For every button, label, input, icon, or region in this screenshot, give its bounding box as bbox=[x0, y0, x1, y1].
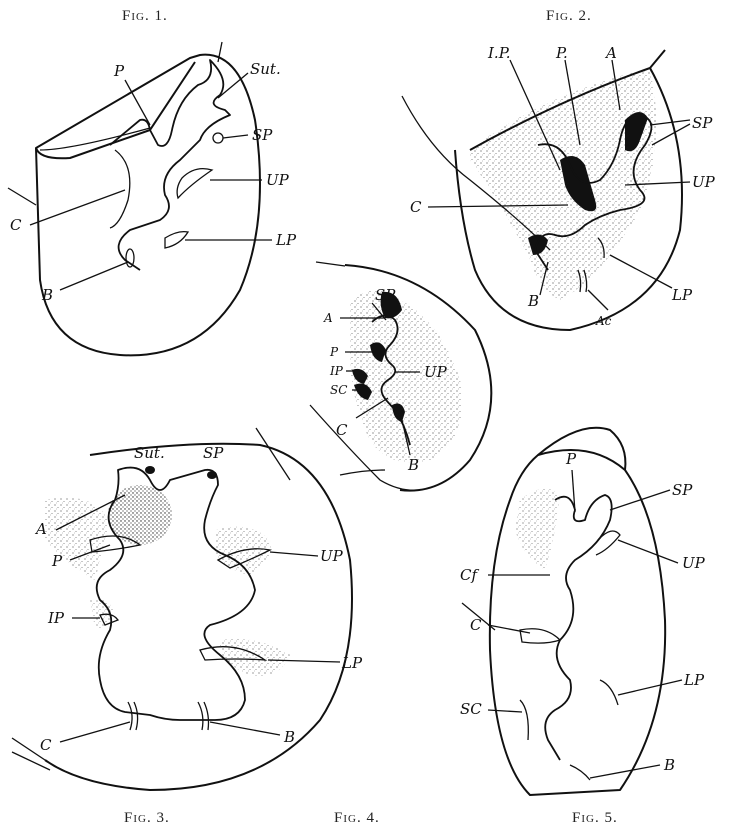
fig5-leader-sp bbox=[610, 490, 670, 510]
fig3-leader-up bbox=[270, 552, 318, 556]
fig5-label-sc: SC bbox=[460, 700, 482, 718]
fig3-label-c: C bbox=[40, 736, 52, 754]
fig3-label-up: UP bbox=[320, 547, 344, 565]
fig4-label-c: C bbox=[336, 421, 348, 439]
fig1-leader-b bbox=[60, 262, 128, 290]
fig5-lobe-c bbox=[520, 629, 560, 643]
fig4-label-a: A bbox=[323, 311, 333, 325]
fig4-label-sp: SP bbox=[375, 286, 396, 304]
fig1-suture bbox=[110, 60, 230, 270]
fig5-label-c: C bbox=[470, 616, 482, 634]
fig5-label-cf: Cf bbox=[460, 566, 479, 584]
fig4-rim-line bbox=[316, 262, 345, 266]
fig5-stipple-area bbox=[515, 489, 560, 570]
fig2-label-b: B bbox=[527, 292, 539, 310]
fig5-outer-edge bbox=[538, 428, 625, 470]
fig2-label-ip: I.P. bbox=[487, 44, 511, 62]
fig1-label-sut: Sut. bbox=[250, 60, 281, 78]
fig2-label-p: P. bbox=[555, 44, 568, 62]
fig5-lobe-lp bbox=[600, 680, 618, 705]
fig5-label-up: UP bbox=[682, 554, 706, 572]
fig2-label-a: A bbox=[604, 44, 617, 62]
fig5-shell-outline bbox=[490, 450, 665, 795]
fig4-label-ip: IP bbox=[329, 364, 344, 378]
fig1-rim-inner bbox=[40, 128, 150, 150]
figure-5: P SP Cf UP C LP SC B bbox=[460, 428, 706, 795]
fig5-lobe-sc bbox=[520, 700, 528, 740]
fig3-label-lp: LP bbox=[341, 654, 363, 672]
fig4-label-p: P bbox=[329, 345, 339, 359]
fig5-leader-b bbox=[590, 765, 660, 778]
fig4-label-sc: SC bbox=[330, 383, 347, 397]
fig4-label-b: B bbox=[407, 456, 419, 474]
fig3-side-line-2 bbox=[12, 752, 50, 770]
fig3-label-a: A bbox=[34, 520, 47, 538]
fig5-label-b: B bbox=[663, 756, 675, 774]
fig2-leader-ac bbox=[588, 290, 608, 310]
fig2-label-ac: Ac bbox=[595, 314, 612, 328]
fig2-label-sp: SP bbox=[692, 114, 713, 132]
fig3-leader-b bbox=[210, 722, 280, 735]
fig1-saddle-c bbox=[110, 150, 130, 228]
fig1-shell-outline bbox=[36, 55, 260, 356]
fig5-leader-up bbox=[618, 540, 678, 563]
fig2-label-lp: LP bbox=[671, 286, 693, 304]
fig3-shell-outline bbox=[45, 444, 352, 790]
fig1-label-p: P bbox=[113, 62, 125, 80]
fig1-label-lp: LP bbox=[275, 231, 297, 249]
fig3-stipple-lp bbox=[220, 639, 290, 676]
fig5-suture bbox=[545, 495, 611, 760]
fig5-lobe-b bbox=[570, 765, 590, 780]
figure-2: I.P. P. A SP UP C LP B Ac bbox=[402, 44, 716, 330]
fig1-lobe-lp bbox=[165, 232, 188, 248]
fig3-sut-dot bbox=[145, 466, 155, 474]
fig3-label-sut: Sut. bbox=[134, 444, 165, 462]
fig1-lobe-up bbox=[177, 169, 212, 198]
fig5-leader-sc bbox=[488, 710, 522, 712]
fig5-lobe-up bbox=[596, 531, 620, 555]
fig1-leader-c bbox=[30, 190, 125, 225]
fig2-leader-sp-1 bbox=[650, 120, 690, 125]
fig3-label-ip: IP bbox=[47, 609, 65, 627]
figure-4: SP A P IP SC UP C B bbox=[310, 262, 491, 491]
fig1-leader-p bbox=[125, 80, 150, 125]
fig5-leader-lp bbox=[618, 680, 682, 695]
fig5-label-p: P bbox=[565, 450, 577, 468]
fig2-label-c: C bbox=[410, 198, 422, 216]
fig3-label-b: B bbox=[283, 728, 295, 746]
fig4-label-up: UP bbox=[424, 363, 448, 381]
fig3-lobe-c bbox=[128, 702, 138, 730]
fig1-label-sp: SP bbox=[252, 126, 273, 144]
fig3-label-p: P bbox=[51, 552, 63, 570]
fig4-arc-base bbox=[340, 470, 385, 475]
fig1-label-up: UP bbox=[266, 171, 290, 189]
fig1-side-line bbox=[8, 188, 36, 205]
fig3-sp-dot bbox=[207, 471, 217, 479]
fig3-leader-c bbox=[60, 722, 130, 742]
fig1-label-b: B bbox=[41, 286, 53, 304]
figure-3: Sut. SP A P IP UP LP C B bbox=[12, 428, 363, 790]
fig1-lobe-sp bbox=[213, 133, 223, 143]
fig1-label-c: C bbox=[10, 216, 22, 234]
fig2-leader-sp-2 bbox=[652, 124, 690, 145]
fig5-label-sp: SP bbox=[672, 481, 693, 499]
fig3-label-sp: SP bbox=[203, 444, 224, 462]
fig5-label-lp: LP bbox=[683, 671, 705, 689]
fig2-label-up: UP bbox=[692, 173, 716, 191]
fig1-leader-sp bbox=[223, 135, 248, 138]
fig3-lobe-b bbox=[198, 702, 209, 730]
figure-1: P Sut. SP UP C LP B bbox=[8, 42, 297, 355]
